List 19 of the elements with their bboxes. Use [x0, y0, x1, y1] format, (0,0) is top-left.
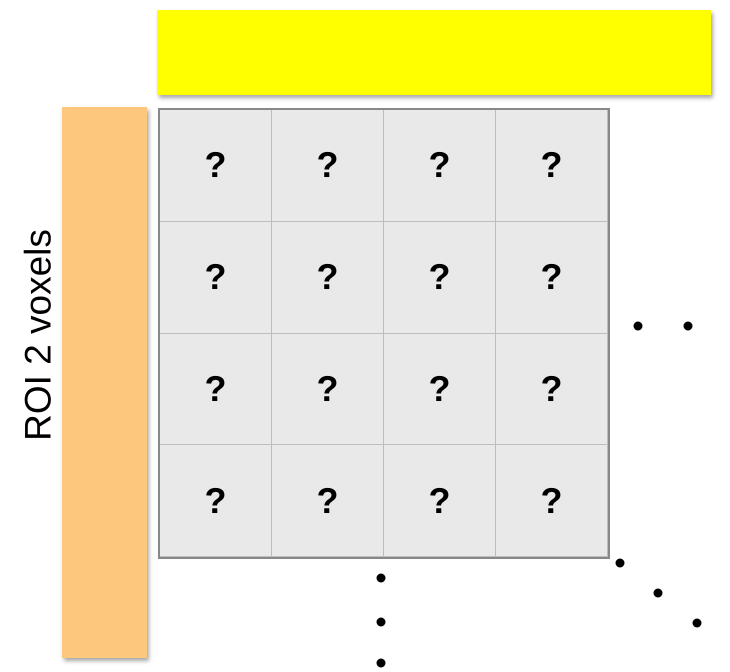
- matrix-cell-value: ?: [204, 147, 226, 184]
- matrix-cell-value: ?: [316, 259, 338, 296]
- matrix-cell-value: ?: [204, 259, 226, 296]
- matrix-cell-value: ?: [540, 370, 562, 407]
- matrix-cell-value: ?: [540, 259, 562, 296]
- matrix-cell-value: ?: [540, 147, 562, 184]
- matrix-cell-value: ?: [540, 482, 562, 519]
- matrix-cell-value: ?: [428, 147, 450, 184]
- color-bar: [62, 107, 147, 658]
- matrix-cell-value: ?: [428, 370, 450, 407]
- matrix-cell-value: ?: [428, 482, 450, 519]
- axis-label: ROI 2 voxels: [20, 229, 56, 441]
- matrix-cell-value: ?: [204, 482, 226, 519]
- matrix-cell-value: ?: [316, 147, 338, 184]
- matrix-cell-value: ?: [204, 370, 226, 407]
- matrix-cell-value: ?: [316, 482, 338, 519]
- color-bar: [157, 10, 711, 95]
- matrix-cell-value: ?: [428, 259, 450, 296]
- matrix-cell-value: ?: [316, 370, 338, 407]
